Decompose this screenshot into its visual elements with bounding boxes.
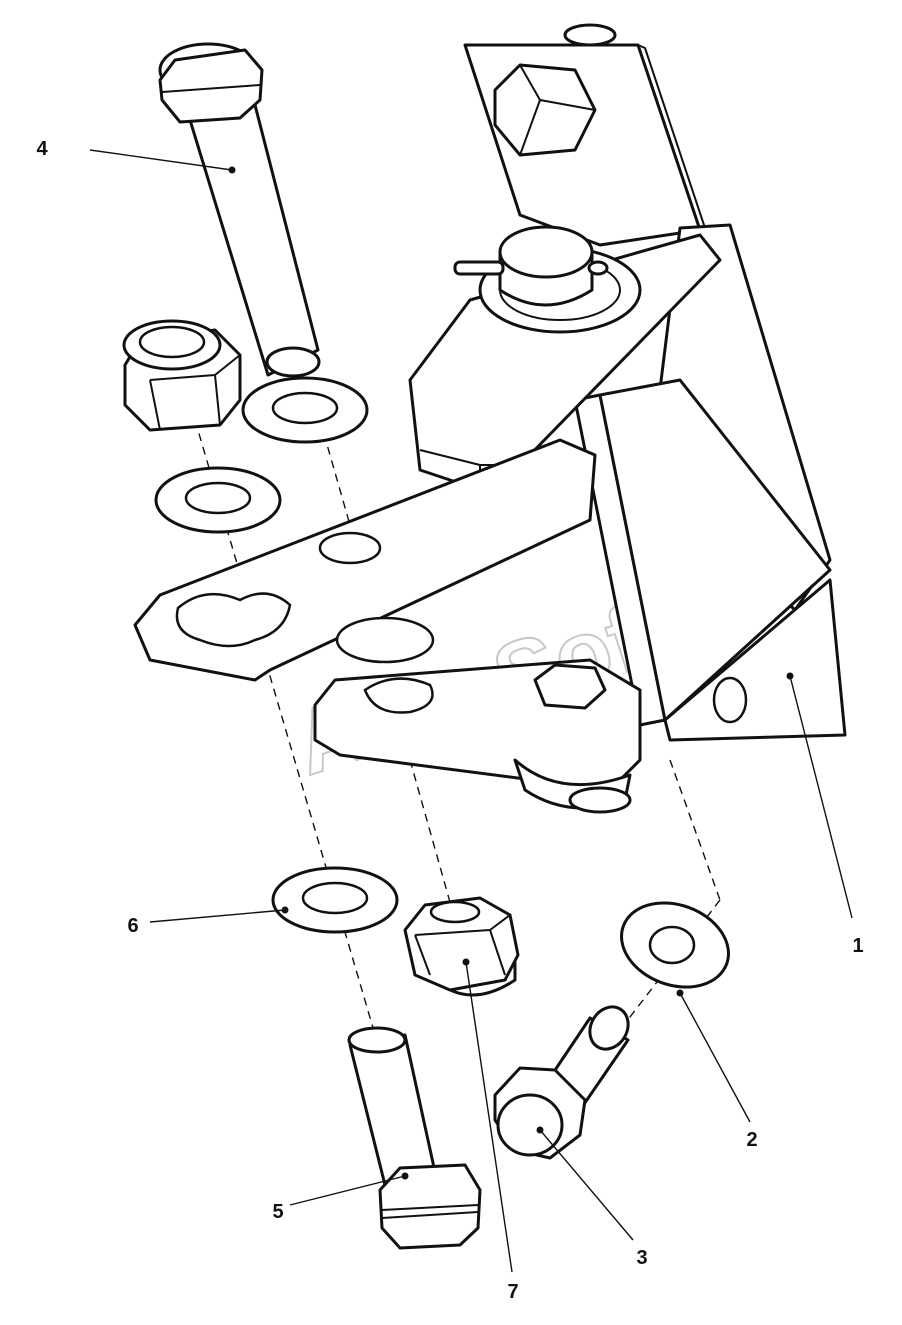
callout-7: 7 [507,1281,518,1303]
nut-7 [403,896,520,997]
callout-2: 2 [746,1129,757,1151]
callout-4: 4 [36,138,48,160]
arm-hole [318,531,382,565]
callout-1: 1 [852,935,863,957]
leader-1 [789,675,853,919]
arm-slot [175,592,292,648]
upper-hex-nut [122,319,242,432]
axis-bolt-4 [319,419,361,561]
axis-bracket-hole [669,759,721,901]
lower-hex-head [533,663,607,710]
bolt-3 [493,1005,630,1160]
lower-washer [335,616,435,664]
leader-4 [89,149,233,171]
upper-hex-head [493,63,597,157]
bolt-5 [347,1026,482,1250]
bolt-4-head [158,48,264,124]
leader-7 [465,961,513,1273]
lower-slot [363,677,434,714]
bracket-assembly [133,23,847,814]
assembly-axes [194,419,721,1121]
side-plate [598,378,832,722]
leader-3 [539,1129,634,1241]
leader-2 [679,992,751,1123]
upper-washers [154,376,369,534]
bolt-4-end [265,346,321,378]
upper-plate [463,43,702,247]
top-bolt-tip [563,23,617,47]
leader-6 [149,909,286,923]
axis-nut-7 [409,759,456,921]
leader-lines [89,149,853,1273]
leader-5 [289,1175,406,1206]
bolt-4 [158,42,321,378]
callout-labels: 1 2 3 4 5 6 7 [36,138,863,1303]
lower-tab [663,578,847,742]
axis-bolt-5 [194,419,401,1121]
callout-3: 3 [636,1247,647,1269]
pin-top [498,225,594,279]
callout-5: 5 [272,1201,283,1223]
cotter-hole [587,260,609,276]
lower-nut [568,786,632,814]
bolt-3-face [496,1093,564,1157]
bolt-5-end [347,1026,407,1054]
tab-hole [712,676,748,724]
washer-2 [620,901,730,989]
washer-6 [271,866,399,934]
callout-6: 6 [127,915,138,937]
cotter-pin [453,260,505,276]
